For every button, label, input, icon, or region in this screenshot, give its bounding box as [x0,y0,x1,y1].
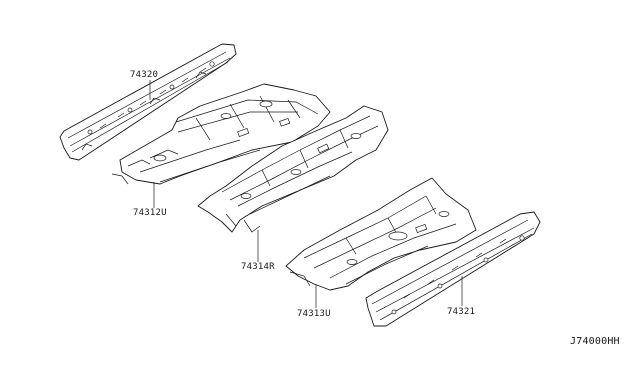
part-label-74320: 74320 [130,70,158,80]
part-label-74313U: 74313U [297,309,331,319]
part-label-74321: 74321 [447,307,475,317]
part-label-74312U: 74312U [133,208,167,218]
part-label-74314R: 74314R [241,262,275,272]
side-sill-lower-part [365,211,541,327]
diagram-reference-code: J74000HH [570,336,620,347]
rear-floor-part [285,177,477,291]
center-floor-tunnel-part [197,105,389,233]
side-sill-upper-part [59,43,237,161]
front-floor-part [111,83,331,185]
